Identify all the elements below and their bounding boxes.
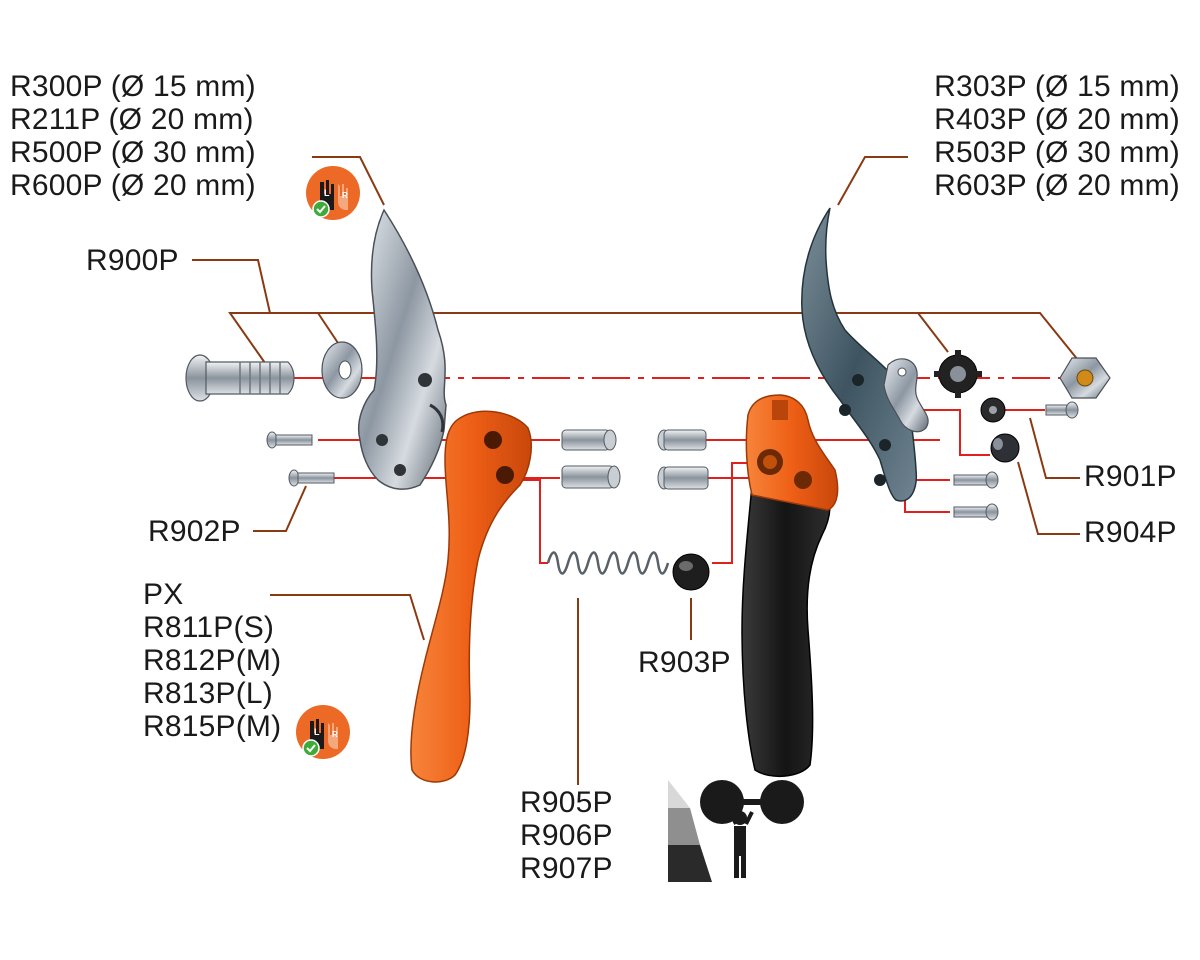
- part-number: R500P (Ø 30 mm): [10, 136, 256, 169]
- black-handle: [741, 394, 839, 778]
- orange-handle: [410, 410, 532, 783]
- latch-knob: [990, 433, 1020, 463]
- small-gear-washer: [980, 397, 1006, 423]
- leader-blade-left: [312, 156, 385, 206]
- part-number: R603P (Ø 20 mm): [934, 169, 1180, 202]
- left-right-hand-icon: L R: [306, 166, 360, 220]
- part-number: R600P (Ø 20 mm): [10, 169, 256, 202]
- part-number: R815P(M): [143, 710, 282, 743]
- part-number: R211P (Ø 20 mm): [10, 103, 254, 136]
- spring-part-numbers: R905P R906P R907P: [520, 786, 613, 885]
- leader-washer-kit: [1029, 417, 1080, 479]
- return-spring: [546, 551, 670, 575]
- leader-bolt-kit: [192, 259, 272, 364]
- spring-stop: [672, 553, 710, 591]
- part-number: R300P (Ø 15 mm): [10, 70, 256, 103]
- small-screw-right-top: [1045, 401, 1079, 419]
- small-screw-upper-left: [266, 431, 313, 449]
- star-washer: [934, 350, 982, 398]
- leader-lines: [192, 156, 1080, 785]
- handle-part-numbers: PX R811P(S) R812P(M) R813P(L) R815P(M): [143, 578, 281, 743]
- leader-screws-left: [253, 485, 307, 532]
- part-number: R905P: [520, 786, 613, 819]
- svg-text:R: R: [332, 730, 338, 739]
- small-screws-label: R902P: [148, 515, 241, 548]
- sleeve-left-upper: [561, 429, 617, 451]
- leader-star-washer: [917, 312, 949, 353]
- pivot-bolt: [185, 354, 295, 402]
- svg-text:L: L: [324, 188, 330, 198]
- right-anvil-blade: [801, 207, 918, 502]
- spring-stop-label: R903P: [638, 646, 731, 679]
- part-number: R503P (Ø 30 mm): [934, 136, 1180, 169]
- small-screw-lower-left: [288, 469, 335, 487]
- part-number: PX: [143, 578, 184, 611]
- part-number: R813P(L): [143, 677, 273, 710]
- small-screw-right-lower: [953, 503, 999, 521]
- part-number: R906P: [520, 819, 613, 852]
- svg-text:L: L: [314, 727, 320, 737]
- svg-text:R: R: [342, 191, 348, 200]
- leader-handles: [270, 594, 425, 641]
- leader-latch-kit: [1017, 461, 1080, 535]
- part-number: R907P: [520, 852, 613, 885]
- left-right-hand-icon-handles: L R: [296, 705, 350, 759]
- spring-strength-icon: [668, 780, 804, 882]
- part-number: R811P(S): [143, 611, 275, 644]
- leader-washer: [317, 312, 339, 344]
- part-number: R812P(M): [143, 644, 282, 677]
- sleeve-left-lower: [561, 465, 621, 489]
- pivot-washer: [321, 341, 363, 399]
- leader-blade-right: [837, 156, 908, 206]
- sleeve-right-lower: [657, 466, 709, 490]
- part-number: R303P (Ø 15 mm): [934, 70, 1180, 103]
- small-screw-right-upper: [953, 471, 999, 489]
- left-cutting-blade: [358, 208, 447, 490]
- latch-kit-label: R904P: [1084, 516, 1177, 549]
- bolt-kit-label: R900P: [86, 244, 179, 277]
- part-number: R403P (Ø 20 mm): [934, 103, 1180, 136]
- leader-bolt-kit-right: [270, 312, 1079, 361]
- washer-kit-label: R901P: [1084, 460, 1177, 493]
- latch-plate: [883, 358, 929, 433]
- blade-part-numbers-left: R300P (Ø 15 mm) R211P (Ø 20 mm) R500P (Ø…: [10, 70, 256, 202]
- blade-part-numbers-right: R303P (Ø 15 mm) R403P (Ø 20 mm) R503P (Ø…: [934, 70, 1180, 202]
- lock-nut: [1059, 357, 1111, 399]
- sleeve-right-upper: [657, 429, 707, 451]
